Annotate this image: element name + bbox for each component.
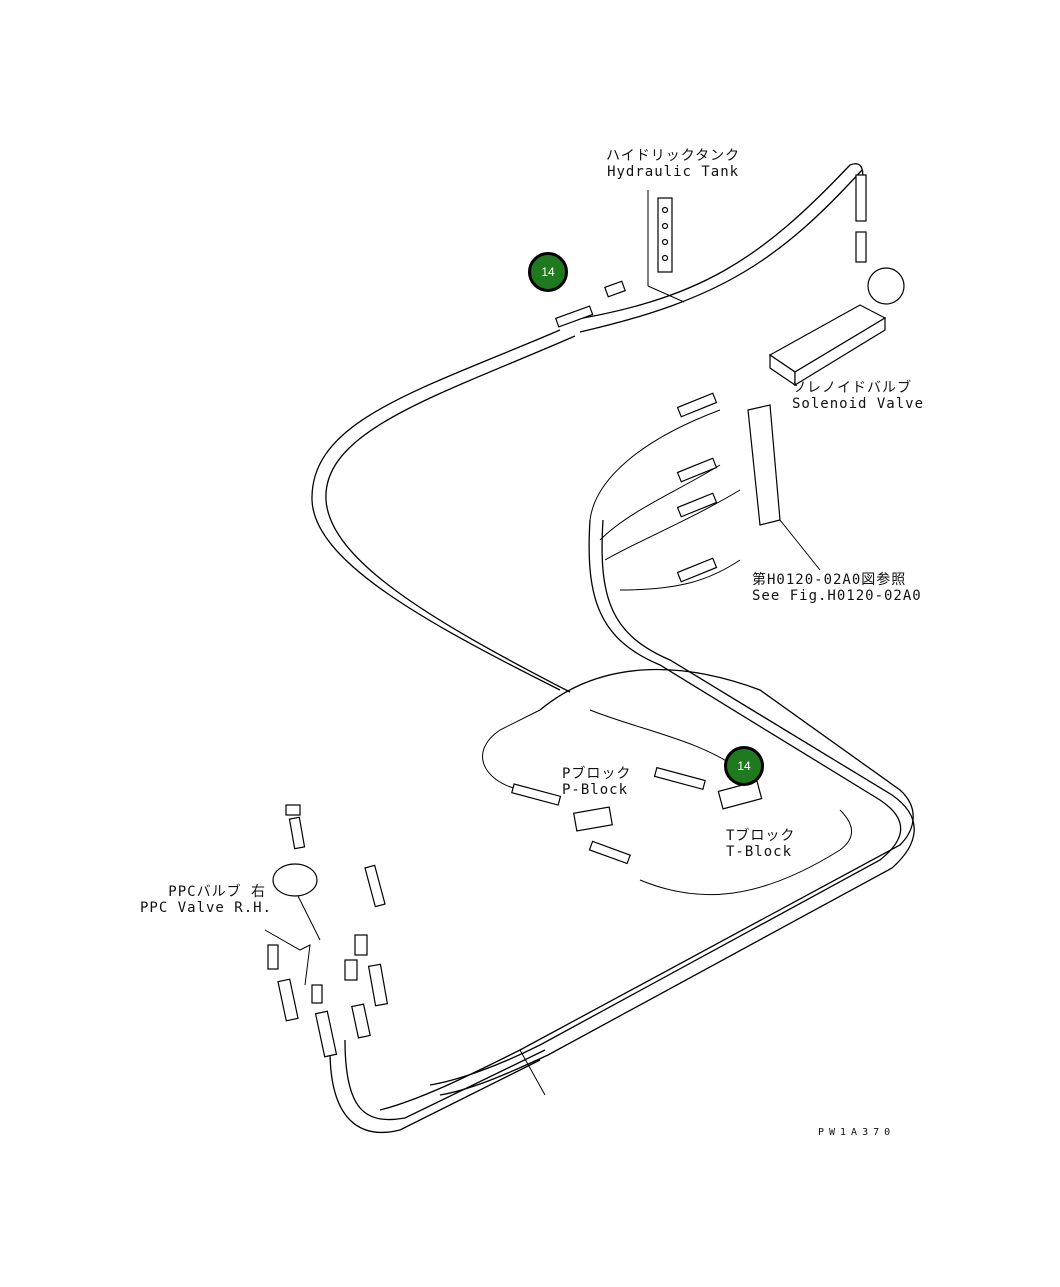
p-block-label-jp: Pブロック [562, 766, 632, 782]
hose-ppc-loop [329, 1049, 541, 1134]
solenoid-valve-label-jp: ソレノイドバルブ [792, 380, 912, 396]
ppc-valve-label-en: PPC Valve R.H. [140, 900, 273, 916]
hose-sv-2 [599, 464, 721, 541]
t-block-label-en: T-Block [726, 844, 793, 860]
t-block-label: Tブロック T-Block [726, 828, 795, 860]
hose-tblock-loop [639, 809, 852, 896]
t-block-label-jp: Tブロック [726, 828, 796, 844]
tank-hose-end [554, 305, 594, 328]
hose-top-loop-2 [579, 169, 863, 333]
solenoid-valve-label: ソレノイドバルブ Solenoid Valve [792, 380, 924, 412]
figure-code: PW1A370 [818, 1127, 896, 1138]
see-fig-label: 第H0120-02A0図参照 See Fig.H0120-02A0 [752, 572, 922, 604]
p-block-label-en: P-Block [562, 782, 629, 798]
see-fig-label-jp: 第H0120-02A0図参照 [752, 572, 907, 588]
hydraulic-tank-label-jp: ハイドリックタンク [606, 148, 741, 164]
sv-fitting-top [855, 174, 867, 222]
p-block [573, 806, 613, 832]
hose-pblock-loop [482, 709, 541, 791]
ppc-valve [272, 863, 318, 897]
tank-fitting [604, 280, 626, 298]
hose-sv-1 [589, 409, 721, 521]
hose-main-outer [311, 329, 561, 691]
hose-loop-b [439, 519, 915, 1096]
hydraulic-tank-label: ハイドリックタンク Hydraulic Tank [606, 148, 740, 180]
ppc-valve-label: PPCバルブ 右 PPC Valve R.H. [140, 884, 273, 916]
callout-14-tank-hose[interactable]: 14 [528, 252, 568, 292]
hose-loop-c [379, 668, 914, 1111]
hose-loop-a [429, 519, 902, 1086]
hose-sv-3 [604, 489, 741, 561]
hydraulic-tank-label-en: Hydraulic Tank [607, 164, 740, 180]
hose-ppc-loop-2 [344, 1039, 546, 1121]
hydraulic-tank-plate [657, 197, 673, 273]
hose-top-loop [559, 163, 864, 323]
callout-14-t-block-hose[interactable]: 14 [724, 746, 764, 786]
hose-to-callout [589, 709, 741, 771]
t-block [717, 780, 763, 810]
see-fig-label-en: See Fig.H0120-02A0 [752, 588, 922, 604]
sv-fitting-mid [855, 231, 867, 263]
accumulator [867, 267, 905, 305]
hose-main-inner [325, 335, 576, 693]
solenoid-valve-label-en: Solenoid Valve [792, 396, 925, 412]
ppc-valve-label-jp: PPCバルブ 右 [168, 884, 266, 900]
p-block-label: Pブロック P-Block [562, 766, 631, 798]
solenoid-manifold [747, 404, 781, 526]
hose-sv-4 [619, 559, 741, 591]
